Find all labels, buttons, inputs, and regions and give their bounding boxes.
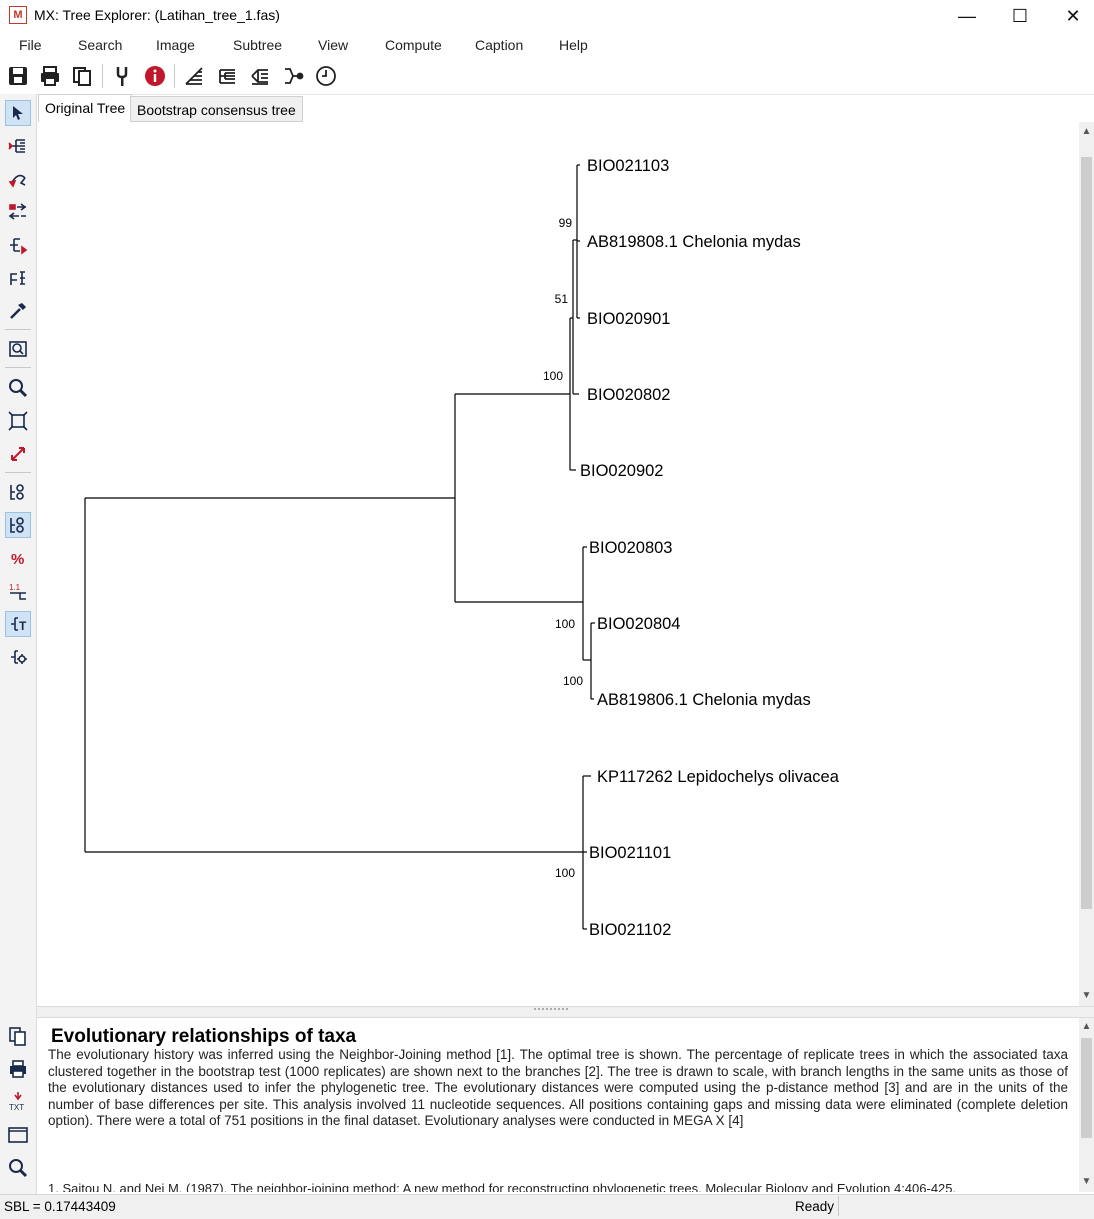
bootstrap-labels: 99 51 100 100 100 100 xyxy=(543,216,583,880)
svg-text:TXT: TXT xyxy=(9,1103,24,1112)
tree-layout-2-icon[interactable] xyxy=(215,64,239,88)
menu-bar xyxy=(0,32,1094,58)
print-caption-icon[interactable] xyxy=(5,1056,31,1082)
clock-icon[interactable] xyxy=(314,64,338,88)
toolbar xyxy=(0,58,1094,95)
tree-branches xyxy=(84,164,595,930)
status-sbl: SBL = 0.17443409 xyxy=(4,1199,116,1214)
taxon-label[interactable]: BIO021101 xyxy=(589,844,671,862)
caption-scroll-up-icon[interactable]: ▲ xyxy=(1081,1021,1092,1032)
zoom-box-icon[interactable] xyxy=(5,336,31,362)
splitter-grip-icon[interactable] xyxy=(534,1008,568,1014)
bootstrap-value: 99 xyxy=(559,216,573,230)
zoom-caption-icon[interactable] xyxy=(5,1155,31,1181)
tab-original-tree[interactable]: Original Tree xyxy=(38,94,133,122)
scroll-down-arrow-icon[interactable]: ▼ xyxy=(1081,990,1092,1001)
taxon-label[interactable]: BIO021102 xyxy=(589,921,671,939)
taxon-label[interactable]: BIO020901 xyxy=(587,310,670,328)
scroll-up-arrow-icon[interactable]: ▲ xyxy=(1081,126,1092,137)
menu-caption[interactable]: Caption xyxy=(475,37,524,53)
menu-compute[interactable]: Compute xyxy=(385,37,442,53)
svg-text:1.1: 1.1 xyxy=(9,583,21,592)
compress-icon[interactable] xyxy=(5,232,31,258)
taxon-label[interactable]: BIO020902 xyxy=(580,462,663,480)
print-icon[interactable] xyxy=(38,64,62,88)
svg-text:%: % xyxy=(11,551,24,568)
taxon-label[interactable]: BIO021103 xyxy=(587,157,669,175)
tree-radial-icon[interactable] xyxy=(281,64,305,88)
tree-layout-1-icon[interactable] xyxy=(182,64,206,88)
tree-canvas[interactable]: BIO021103 AB819808.1 Chelonia mydas BIO0… xyxy=(37,122,1079,1006)
percent-icon[interactable]: % xyxy=(5,545,31,571)
flip-icon[interactable] xyxy=(5,199,31,225)
status-bar xyxy=(0,1194,1094,1219)
caption-scroll-down-icon[interactable]: ▼ xyxy=(1081,1176,1092,1187)
swap-icon[interactable] xyxy=(5,166,31,192)
maximize-button[interactable]: ☐ xyxy=(1011,5,1029,26)
pointer-icon[interactable] xyxy=(5,100,31,126)
info-icon[interactable] xyxy=(143,64,167,88)
show-branch-length-icon[interactable] xyxy=(5,512,31,538)
tab-bootstrap-consensus-tree[interactable]: Bootstrap consensus tree xyxy=(130,96,303,122)
tree-scrollbar-thumb[interactable] xyxy=(1081,157,1092,909)
tree-layout-3-icon[interactable] xyxy=(248,64,272,88)
taxon-label[interactable]: KP117262 Lepidochelys olivacea xyxy=(597,768,840,786)
bootstrap-value: 100 xyxy=(543,369,563,383)
search-zoom-icon[interactable] xyxy=(5,375,31,401)
taxon-label[interactable]: BIO020802 xyxy=(587,386,670,404)
menu-image[interactable]: Image xyxy=(156,37,195,53)
caption-scrollbar-thumb[interactable] xyxy=(1081,1038,1092,1138)
taxon-label[interactable]: AB819808.1 Chelonia mydas xyxy=(587,233,801,251)
taxa-names-icon[interactable]: T xyxy=(5,611,31,637)
menu-help[interactable]: Help xyxy=(559,37,588,53)
bootstrap-value: 51 xyxy=(555,292,569,306)
phylogenetic-tree: BIO021103 AB819808.1 Chelonia mydas BIO0… xyxy=(84,157,840,939)
menu-subtree[interactable]: Subtree xyxy=(233,37,283,53)
bootstrap-value: 100 xyxy=(563,674,583,688)
close-button[interactable]: ✕ xyxy=(1065,5,1081,26)
txt-export-icon[interactable]: TXT xyxy=(5,1089,31,1115)
tuning-fork-icon[interactable] xyxy=(110,64,134,88)
fit-icon[interactable] xyxy=(5,408,31,434)
taxon-label[interactable]: BIO020803 xyxy=(589,539,672,557)
subtree-icon[interactable] xyxy=(5,133,31,159)
show-topology-icon[interactable] xyxy=(5,479,31,505)
caption-reference[interactable]: 1. Saitou N. and Nei M. (1987). The neig… xyxy=(48,1181,957,1192)
window-title: MX: Tree Explorer: (Latihan_tree_1.fas) xyxy=(34,7,280,23)
copy-icon[interactable] xyxy=(70,64,94,88)
caption-panel[interactable]: Evolutionary relationships of taxa The e… xyxy=(37,1018,1079,1192)
minimize-button[interactable]: — xyxy=(958,5,976,26)
app-logo-icon: M xyxy=(9,6,27,24)
status-ready: Ready xyxy=(795,1199,835,1214)
window-icon[interactable] xyxy=(5,1122,31,1148)
menu-search[interactable]: Search xyxy=(78,37,123,53)
caption-title: Evolutionary relationships of taxa xyxy=(51,1026,357,1047)
scale-icon[interactable]: 1.1 xyxy=(5,578,31,604)
resize-icon[interactable] xyxy=(5,441,31,467)
options-icon[interactable] xyxy=(5,644,31,670)
bootstrap-value: 100 xyxy=(555,866,575,880)
status-divider xyxy=(838,1196,839,1216)
bootstrap-value: 100 xyxy=(555,617,575,631)
hammer-icon[interactable] xyxy=(5,298,31,324)
taxon-label[interactable]: BIO020804 xyxy=(597,615,680,633)
copy-caption-icon[interactable] xyxy=(5,1023,31,1049)
taxon-label[interactable]: AB819806.1 Chelonia mydas xyxy=(597,691,811,709)
menu-file[interactable]: File xyxy=(19,37,42,53)
left-toolbar xyxy=(0,94,37,1218)
save-icon[interactable] xyxy=(6,64,30,88)
root-icon[interactable] xyxy=(5,265,31,291)
title-bar xyxy=(0,0,1094,32)
menu-view[interactable]: View xyxy=(318,37,349,53)
taxa-labels: BIO021103 AB819808.1 Chelonia mydas BIO0… xyxy=(580,157,840,939)
caption-body: The evolutionary history was inferred us… xyxy=(48,1047,1068,1128)
panel-splitter[interactable] xyxy=(37,1006,1094,1018)
svg-text:T: T xyxy=(19,619,27,633)
